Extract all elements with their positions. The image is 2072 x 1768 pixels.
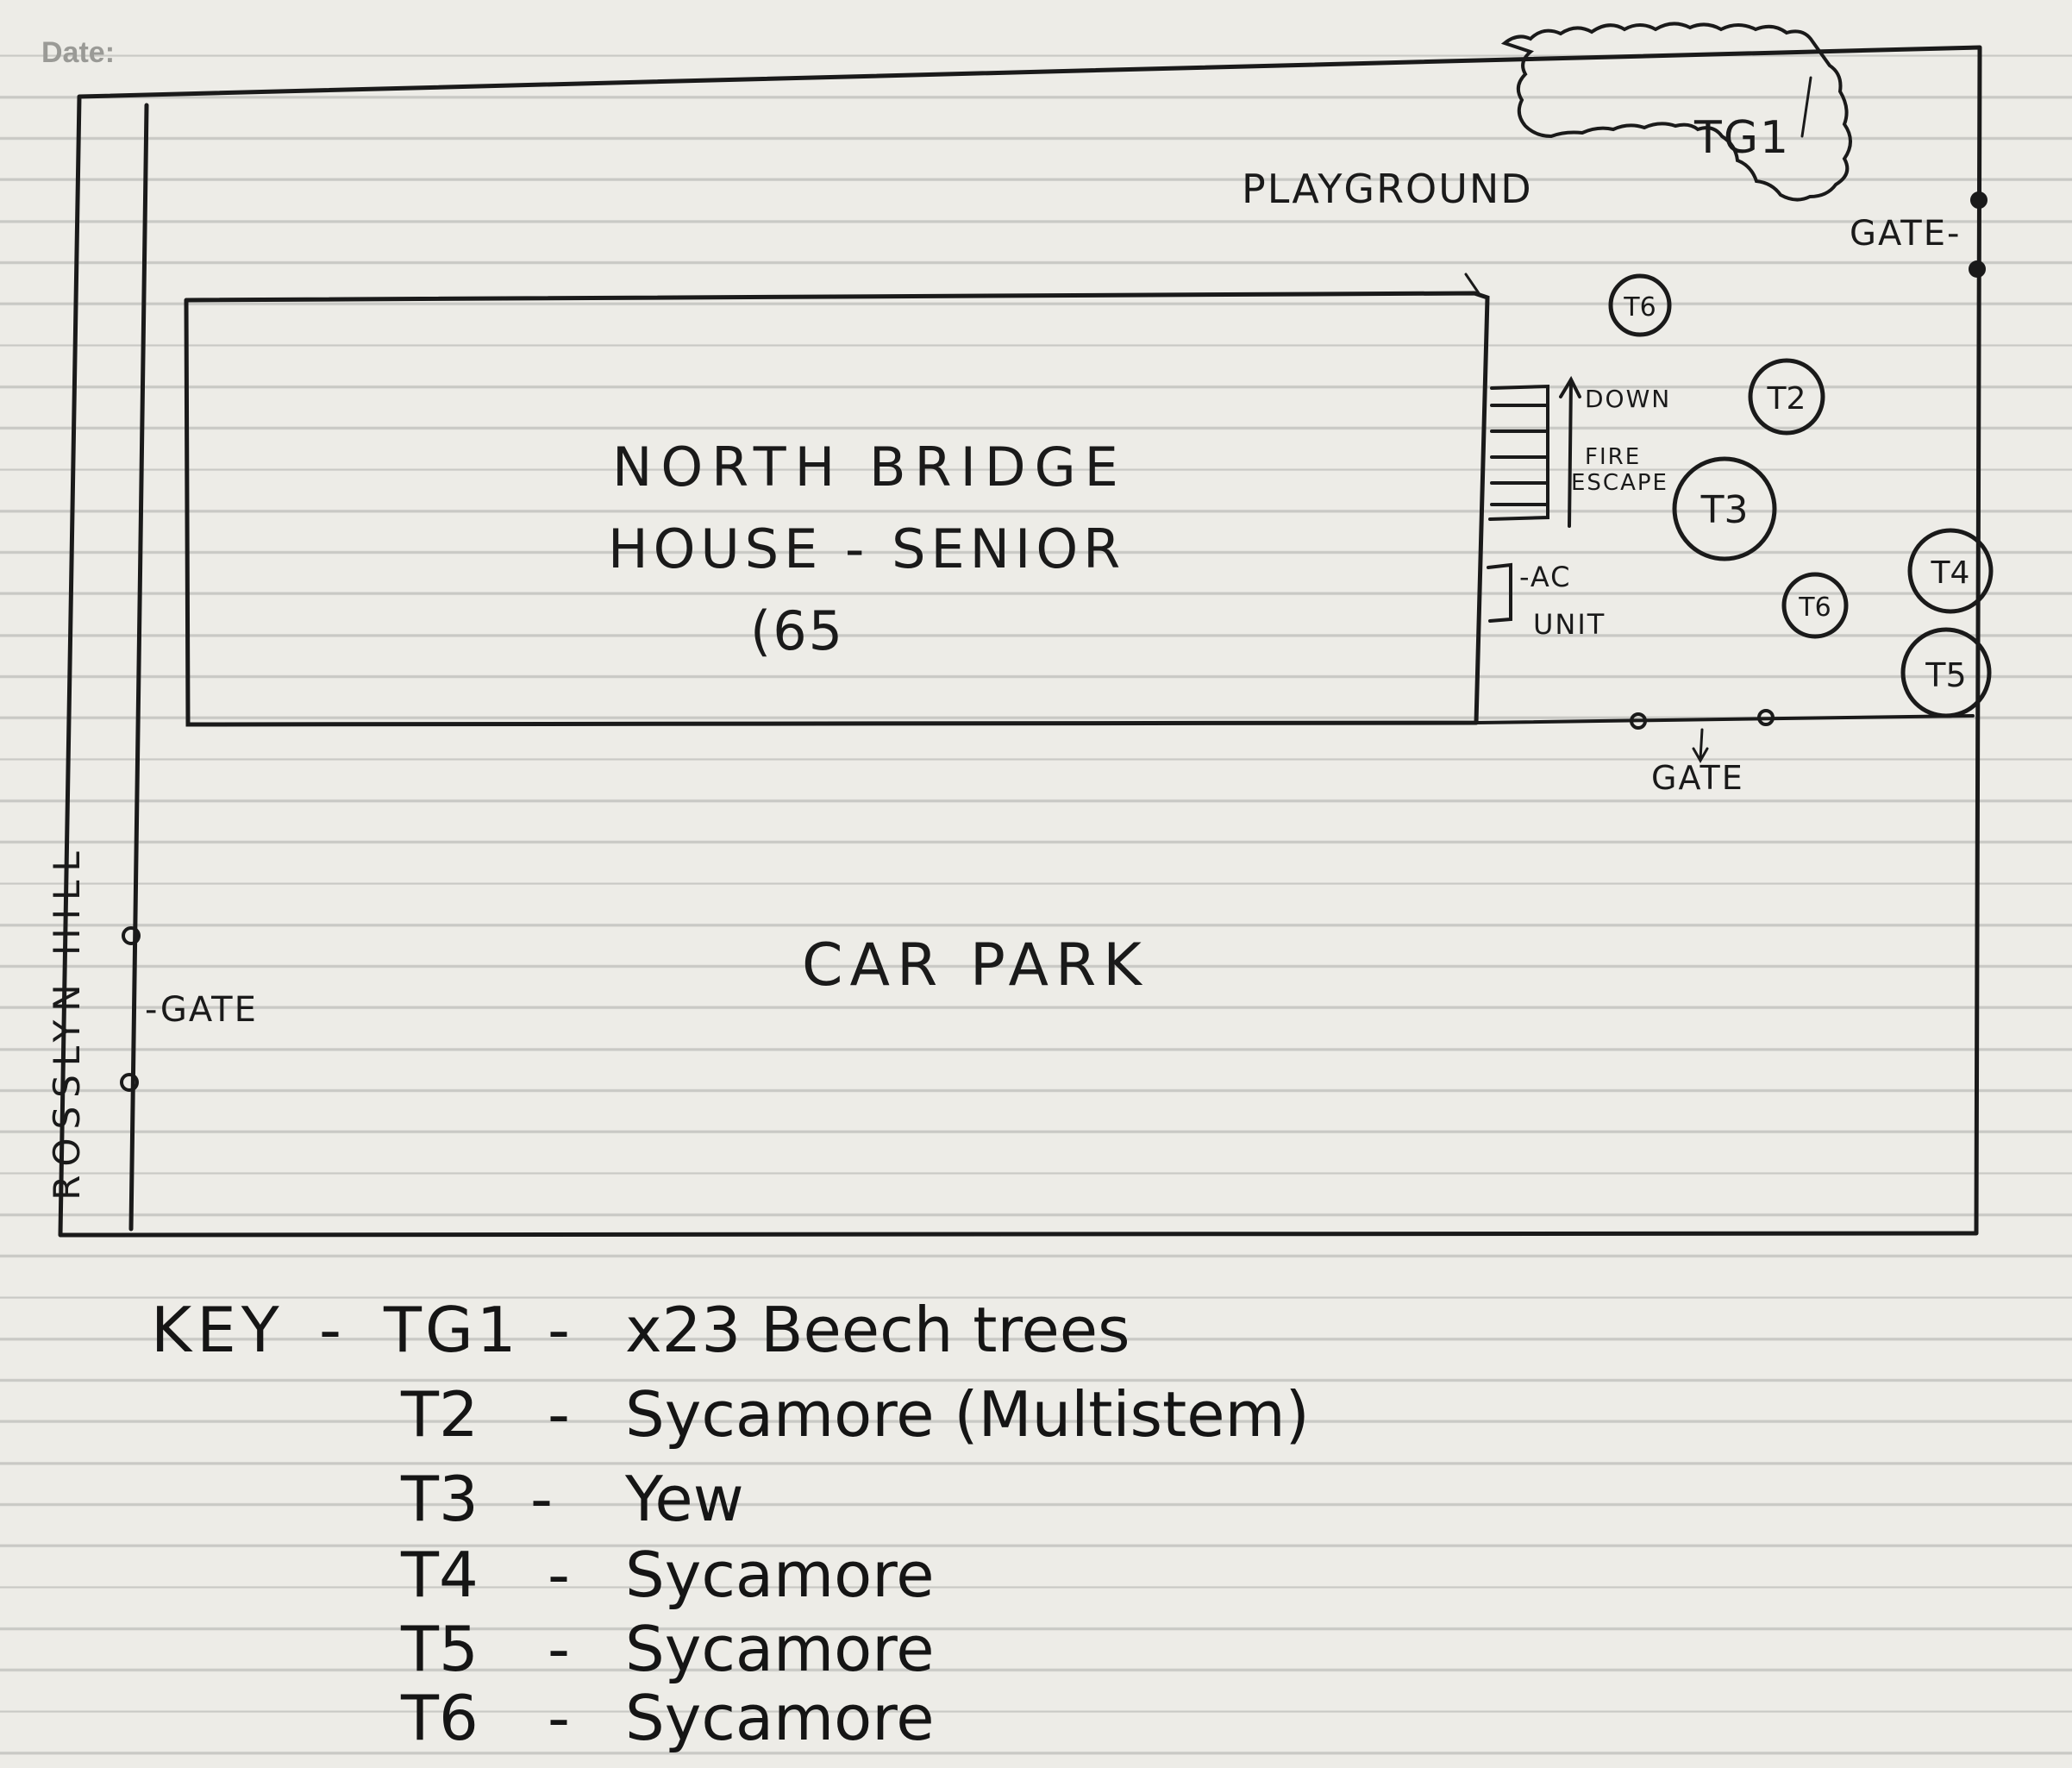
tree-label-t6-top: T6 (1623, 292, 1656, 323)
building-corner-mark (1464, 273, 1480, 295)
bottom-gate-posts (1630, 709, 1775, 730)
down-arrow (1559, 375, 1581, 528)
street-fence-line (128, 103, 149, 1232)
tree-circle-t2 (1748, 358, 1825, 436)
gate-label-bottom: GATE (1651, 759, 1744, 797)
tree-label-t5: T5 (1925, 656, 1966, 694)
tree-group-hedge (1500, 22, 1852, 202)
tree-label-t4: T4 (1931, 555, 1970, 591)
legend-desc: Sycamore (625, 1613, 935, 1685)
playground-label: PLAYGROUND (1242, 166, 1533, 212)
legend-code: TG1 (384, 1294, 520, 1366)
building-label-line-3: (65 (750, 599, 845, 662)
building-outline (184, 291, 1490, 727)
legend-title-dash: - (319, 1294, 341, 1366)
ac-unit-label-line-2: UNIT (1533, 608, 1606, 641)
tree-circle-t4 (1907, 528, 1994, 614)
fire-escape-label-line-2: ESCAPE (1571, 470, 1668, 496)
legend-desc: Sycamore (625, 1682, 935, 1754)
right-gate-posts (1969, 191, 1987, 278)
gate-label-left: -GATE (145, 990, 258, 1030)
ac-unit-box (1487, 562, 1512, 623)
left-gate-posts (120, 926, 141, 1092)
tree-group-label-pointer (1800, 76, 1812, 138)
tree-circle-t3 (1672, 456, 1777, 561)
tree-label-t3: T3 (1700, 488, 1749, 532)
tree-label-t6-mid: T6 (1798, 592, 1831, 623)
legend-code: T4 (401, 1539, 479, 1611)
street-label: ROSSLYN HILL (45, 843, 88, 1201)
legend-desc: Sycamore (Multistem) (625, 1378, 1310, 1451)
legend-code: T3 (401, 1463, 479, 1535)
building-label-line-2: HOUSE - SENIOR (608, 517, 1126, 580)
legend-title: KEY (151, 1294, 285, 1366)
legend-desc: Sycamore (625, 1539, 935, 1611)
building-label-line-1: NORTH BRIDGE (612, 436, 1127, 498)
down-label: DOWN (1585, 385, 1672, 413)
gate-label-right: GATE- (1850, 214, 1962, 254)
legend-code: T5 (401, 1613, 479, 1685)
tree-circle-t6-top (1608, 273, 1672, 337)
tree-circle-t6-mid (1781, 572, 1849, 639)
legend-code: T2 (401, 1378, 479, 1451)
car-park-label: CAR PARK (802, 931, 1149, 1000)
site-boundary (58, 45, 1982, 1238)
ac-unit-label-line-1: -AC (1519, 561, 1572, 593)
playground-fence (1474, 714, 1975, 724)
tree-circle-t5 (1900, 627, 1992, 718)
legend-desc: x23 Beech trees (625, 1294, 1130, 1366)
tree-group-label: TG1 (1694, 112, 1791, 164)
legend-code: T6 (401, 1682, 479, 1754)
date-label: Date: (41, 36, 116, 69)
fire-escape-label-line-1: FIRE (1585, 444, 1642, 470)
tree-label-t2: T2 (1767, 381, 1806, 417)
bottom-gate-arrow (1692, 728, 1709, 764)
fire-escape-stairs (1488, 384, 1549, 521)
legend-desc: Yew (625, 1463, 744, 1535)
